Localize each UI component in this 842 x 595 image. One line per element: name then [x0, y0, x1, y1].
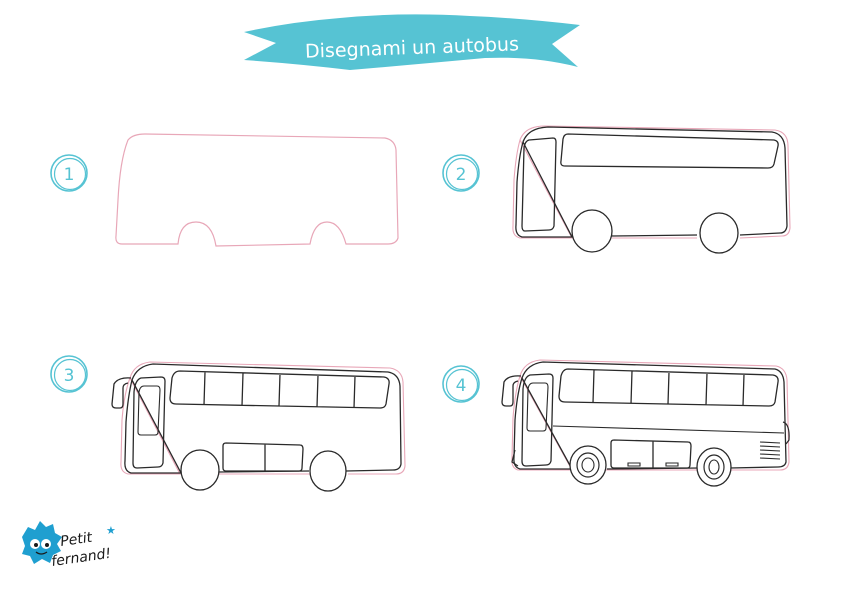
bus-front-wheel: [571, 209, 613, 253]
bus-rear-wheel: [696, 447, 732, 487]
bus-body-outline: [513, 361, 787, 470]
step-badge-3: 3: [50, 355, 88, 393]
bus-side-windows: [558, 368, 779, 407]
bus-rear-wheel: [309, 450, 347, 492]
star-icon: ★: [106, 524, 116, 537]
bus-windshield: [521, 137, 557, 232]
bus-body-guide: [115, 133, 399, 247]
bus-body-outline: [124, 363, 402, 474]
step-number: 2: [456, 165, 467, 185]
bus-side-windows: [169, 370, 390, 409]
bus-front-wheel: [180, 449, 220, 491]
step-badge-2: 2: [442, 154, 480, 192]
bus-luggage-hatch: [610, 439, 692, 469]
petit-fernand-logo: Petit ★ fernand!: [22, 521, 116, 570]
step-badge-1: 1: [50, 154, 88, 192]
bus-windshield-inner: [526, 382, 549, 432]
bus-side-trim-line: [552, 425, 785, 434]
bus-side-mirror: [501, 375, 522, 407]
bus-front-bumper: [511, 449, 519, 467]
bus-body-guide: [511, 359, 790, 471]
bus-body-guide: [120, 361, 406, 475]
step-number: 4: [456, 376, 467, 396]
bus-windshield: [132, 376, 166, 469]
bus-front-wheel: [569, 445, 607, 485]
bus-drawing-step-3: [111, 361, 406, 492]
bus-drawing-step-2: [512, 125, 791, 254]
bus-hatch-handles: [627, 462, 679, 467]
step-number: 3: [64, 366, 75, 386]
bus-rear-grille: [759, 441, 781, 460]
bus-body-guide: [512, 125, 791, 239]
bus-drawing-step-4: [501, 359, 790, 487]
title-banner: Disegnami un autobus: [244, 14, 580, 70]
bus-side-mirror: [111, 377, 132, 409]
bus-drawing-step-1: [115, 133, 399, 247]
bus-windshield-inner: [137, 385, 161, 436]
logo-line-1: Petit: [59, 530, 93, 550]
blue-fluffy-monster-icon: [22, 521, 62, 564]
step-number: 1: [64, 165, 75, 185]
step-badge-4: 4: [442, 365, 480, 403]
banner-ribbon: [244, 14, 580, 70]
bus-side-window: [560, 133, 779, 169]
bus-rear-wheel: [699, 212, 739, 254]
bus-luggage-hatch: [222, 442, 304, 472]
bus-rear-bumper: [782, 421, 790, 445]
bus-body-outline: [515, 126, 788, 238]
bus-windshield: [521, 373, 554, 467]
